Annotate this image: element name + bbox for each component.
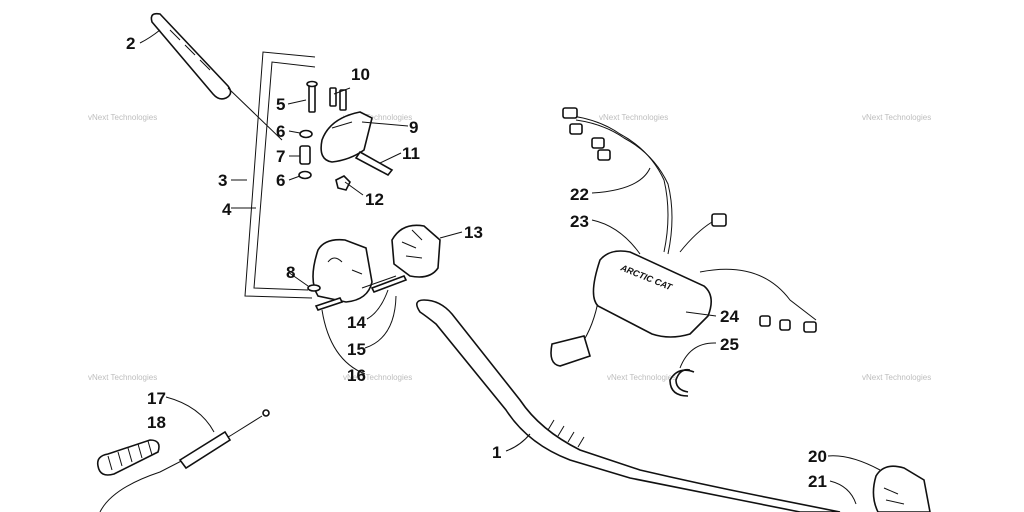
watermark: vNext Technologies	[343, 113, 412, 122]
callout-14: 14	[347, 313, 366, 332]
callout-1: 1	[492, 443, 501, 462]
callout-6: 6	[276, 122, 285, 141]
callout-3: 3	[218, 171, 227, 190]
callout-10: 10	[351, 65, 370, 84]
watermark: vNext Technologies	[607, 373, 676, 382]
callout-5: 5	[276, 95, 285, 114]
callout-23: 23	[570, 212, 589, 231]
bracket-lines	[244, 51, 316, 299]
callout-22: 22	[570, 185, 589, 204]
handlebar	[416, 299, 841, 512]
callout-15: 15	[347, 340, 366, 359]
watermark: vNext Technologies	[88, 373, 157, 382]
watermark: vNext Technologies	[88, 113, 157, 122]
screws	[314, 274, 408, 311]
callout-25: 25	[720, 335, 739, 354]
watermark-group: vNext Technologies vNext Technologies vN…	[88, 113, 931, 382]
callouts: 2 3 4 5 6 7 6 8 9 10 11 12 13 14 15 16 1…	[126, 34, 827, 491]
throttle-lever	[320, 111, 394, 177]
control-housing: ARCTIC CAT	[592, 250, 712, 338]
grip-part	[150, 12, 283, 141]
watermark: vNext Technologies	[343, 373, 412, 382]
switch-housing-right	[391, 224, 441, 278]
callout-24: 24	[720, 307, 739, 326]
callout-4: 4	[222, 200, 232, 219]
callout-6b: 6	[276, 171, 285, 190]
callout-13: 13	[464, 223, 483, 242]
callout-8: 8	[286, 263, 295, 282]
callout-12: 12	[365, 190, 384, 209]
retaining-ring	[669, 368, 695, 397]
callout-9: 9	[409, 118, 418, 137]
callout-18: 18	[147, 413, 166, 432]
small-hardware	[298, 80, 351, 191]
cable-assembly	[96, 409, 270, 512]
callout-17: 17	[147, 389, 166, 408]
watermark: vNext Technologies	[599, 113, 668, 122]
callout-7: 7	[276, 147, 285, 166]
callout-16: 16	[347, 366, 366, 385]
switch-housing-left	[307, 238, 397, 303]
callout-2: 2	[126, 34, 135, 53]
callout-20: 20	[808, 447, 827, 466]
leader-lines	[139, 29, 881, 505]
callout-21: 21	[808, 472, 827, 491]
callout-11: 11	[402, 144, 420, 163]
watermark: vNext Technologies	[862, 113, 931, 122]
throttle-control	[872, 465, 931, 512]
watermark: vNext Technologies	[862, 373, 931, 382]
wiring-harness	[550, 107, 817, 367]
